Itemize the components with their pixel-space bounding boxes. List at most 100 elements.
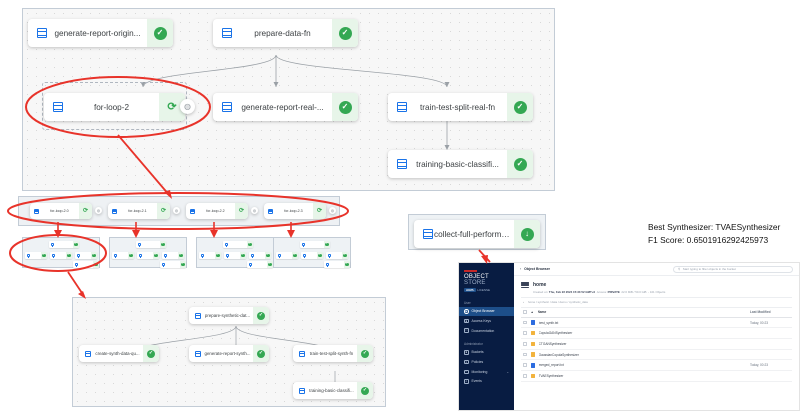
row-checkbox[interactable] — [523, 342, 527, 346]
status-check-icon: ✓ — [147, 19, 173, 47]
table-row[interactable]: CopulaGANSynthesizer — [521, 328, 792, 340]
thumbnail-pipeline-2[interactable]: ✓ ✓ ✓ ✓ ✓ — [196, 237, 274, 268]
loop-iteration-handle-2[interactable]: ◍ — [251, 207, 258, 214]
loop-iteration-handle-1[interactable]: ◍ — [173, 207, 180, 214]
table-row[interactable]: merged_report.txt Today, 00:23 — [521, 360, 792, 372]
object-name: merged_report.txt — [538, 363, 564, 368]
node-label: training-basic-classifi... — [309, 388, 354, 393]
minio-object-store-panel[interactable]: OBJECT STORE AGPL LICENSE User ◉ Object … — [458, 262, 800, 411]
sub-node-training-basic-classifi[interactable]: training-basic-classifi... ✓ — [293, 382, 373, 399]
chevron-down-icon[interactable]: ⌄ — [506, 369, 509, 374]
loop-iteration-node-2[interactable]: for-loop-2.2 ⟳ — [186, 203, 248, 219]
thumb-node[interactable]: ✓ — [326, 252, 348, 259]
bucket-name: home — [533, 282, 547, 288]
table-row[interactable]: best_synth.txt Today, 00:23 — [521, 318, 792, 329]
path-breadcrumb-bar[interactable]: ‹ home / synthetic / data / demo / synth… — [521, 296, 792, 308]
node-label: train-test-split-synth-fn — [309, 351, 354, 356]
status-check-icon: ✓ — [253, 307, 269, 324]
thumb-node[interactable]: ✓ — [247, 261, 273, 268]
row-checkbox[interactable] — [523, 363, 527, 368]
chevron-right-icon[interactable]: › — [520, 267, 522, 271]
created-value: Thu, Feb 22 2024 15:34:52 GMT+0 — [548, 289, 596, 294]
grid-icon — [193, 350, 202, 357]
status-check-icon: ✓ — [128, 252, 134, 259]
thumb-node[interactable]: ✓ — [324, 261, 350, 268]
back-arrow-icon[interactable]: ‹ — [523, 300, 524, 304]
loop-iteration-node-3[interactable]: for-loop-2.3 ⟳ — [264, 203, 326, 219]
grid-icon — [33, 208, 40, 214]
row-checkbox[interactable] — [523, 374, 527, 378]
thumbnail-pipeline-3[interactable]: ✓ ✓ ✓ ✓ ✓ — [273, 237, 351, 268]
thumb-node[interactable]: ✓ — [50, 252, 72, 259]
grid-icon — [327, 253, 331, 258]
table-row[interactable]: TVAESynthesizer — [521, 371, 792, 382]
sub-node-prepare-synthetic-dat[interactable]: prepare-synthetic-dat... ✓ — [189, 307, 269, 324]
thumb-node[interactable]: ✓ — [223, 241, 253, 248]
sidebar-item-object-browser[interactable]: ◉ Object Browser — [459, 306, 514, 317]
thumb-node[interactable]: ✓ — [199, 252, 221, 259]
status-check-icon: ✓ — [265, 252, 271, 259]
sub-node-train-test-split-synth-fn[interactable]: train-test-split-synth-fn ✓ — [293, 345, 373, 362]
thumb-node[interactable]: ✓ — [162, 252, 184, 259]
thumb-node[interactable]: ✓ — [75, 252, 97, 259]
table-row[interactable]: GaussianCopulaSynthesizer — [521, 350, 792, 361]
breadcrumb[interactable]: Object Browser — [524, 267, 551, 271]
row-checkbox[interactable] — [523, 331, 527, 336]
thumb-node[interactable]: ✓ — [73, 261, 99, 268]
thumb-node[interactable]: ✓ — [301, 252, 323, 259]
sidebar-item-monitoring[interactable]: ⌂ Monitoring ⌄ — [459, 367, 514, 377]
column-header-last-modified[interactable]: Last Modified — [750, 310, 771, 315]
node-generate-report-origin[interactable]: generate-report-origin... ✓ — [28, 19, 173, 47]
row-checkbox[interactable] — [523, 320, 527, 325]
loop-iteration-node-1[interactable]: for-loop-2.1 ⟳ — [108, 203, 170, 219]
thumb-node[interactable]: ✓ — [160, 261, 186, 268]
select-all-checkbox[interactable] — [523, 310, 527, 314]
grid-icon — [421, 229, 434, 239]
thumbnail-pipeline-1[interactable]: ✓ ✓ ✓ ✓ ✓ — [109, 237, 187, 268]
thumb-node[interactable]: ✓ — [276, 252, 298, 259]
node-label: for-loop-2.0 — [50, 209, 69, 213]
row-checkbox[interactable] — [523, 352, 527, 357]
loop-iteration-handle-0[interactable]: ◍ — [95, 207, 102, 214]
thumb-node[interactable]: ✓ — [25, 252, 47, 259]
bucket-icon — [521, 282, 529, 289]
node-for-loop-2[interactable]: for-loop-2 ⟳ — [44, 93, 185, 121]
folder-icon — [530, 330, 535, 336]
loop-iteration-node-0[interactable]: for-loop-2.0 ⟳ — [30, 203, 92, 219]
thumb-node[interactable]: ✓ — [249, 252, 271, 259]
node-train-test-split-real-fn[interactable]: train-test-split-real-fn ✓ — [388, 93, 533, 121]
thumbnail-pipeline-0[interactable]: ✓ ✓ ✓ ✓ ✓ — [22, 237, 100, 268]
status-check-icon: ✓ — [240, 252, 246, 259]
sidebar-item-policies[interactable]: ✦ Policies — [459, 357, 514, 367]
sub-node-generate-report-synth[interactable]: generate-report-synth... ✓ — [189, 345, 269, 362]
node-generate-report-real[interactable]: generate-report-real-... ✓ — [213, 93, 358, 121]
sub-node-create-synth-data-qu[interactable]: create-synth-data-qu... ✓ — [79, 345, 159, 362]
sidebar-item-access-keys[interactable]: ■ Access Keys — [459, 316, 514, 326]
grid-icon — [193, 312, 202, 319]
for-loop-expand-handle[interactable]: ◍ — [180, 99, 195, 114]
thumb-node[interactable]: ✓ — [112, 252, 134, 259]
sidebar-item-documentation[interactable]: □ Documentation — [459, 326, 514, 336]
sort-arrow-icon[interactable]: ▲ — [530, 310, 534, 315]
node-collect-full-performance[interactable]: collect-full-performan... ↓ — [414, 220, 540, 248]
grid-icon — [220, 102, 233, 112]
node-label: prepare-data-fn — [254, 28, 311, 38]
sidebar-item-events[interactable]: λ Events — [459, 377, 514, 387]
search-input[interactable]: ⚲ Start typing to filter objects in the … — [673, 265, 793, 273]
node-prepare-data-fn[interactable]: prepare-data-fn ✓ — [213, 19, 358, 47]
sidebar-item-label: Events — [471, 379, 482, 384]
grid-icon — [301, 242, 305, 247]
thumb-node[interactable]: ✓ — [137, 252, 159, 259]
thumb-node[interactable]: ✓ — [136, 241, 166, 248]
thumb-node[interactable]: ✓ — [300, 241, 330, 248]
status-check-icon: ✓ — [332, 19, 358, 47]
thumb-node[interactable]: ✓ — [224, 252, 246, 259]
node-training-basic-classifi[interactable]: training-basic-classifi... ✓ — [388, 150, 533, 178]
table-row[interactable]: CTGANSynthesizer — [521, 339, 792, 350]
sidebar-item-buckets[interactable]: ■ Buckets — [459, 348, 514, 358]
loop-iteration-handle-3[interactable]: ◍ — [329, 207, 336, 214]
thumb-node[interactable]: ✓ — [49, 241, 79, 248]
column-header-name[interactable]: Name — [537, 310, 547, 315]
bucket-icon: ■ — [464, 350, 469, 355]
status-check-icon: ✓ — [143, 345, 159, 362]
